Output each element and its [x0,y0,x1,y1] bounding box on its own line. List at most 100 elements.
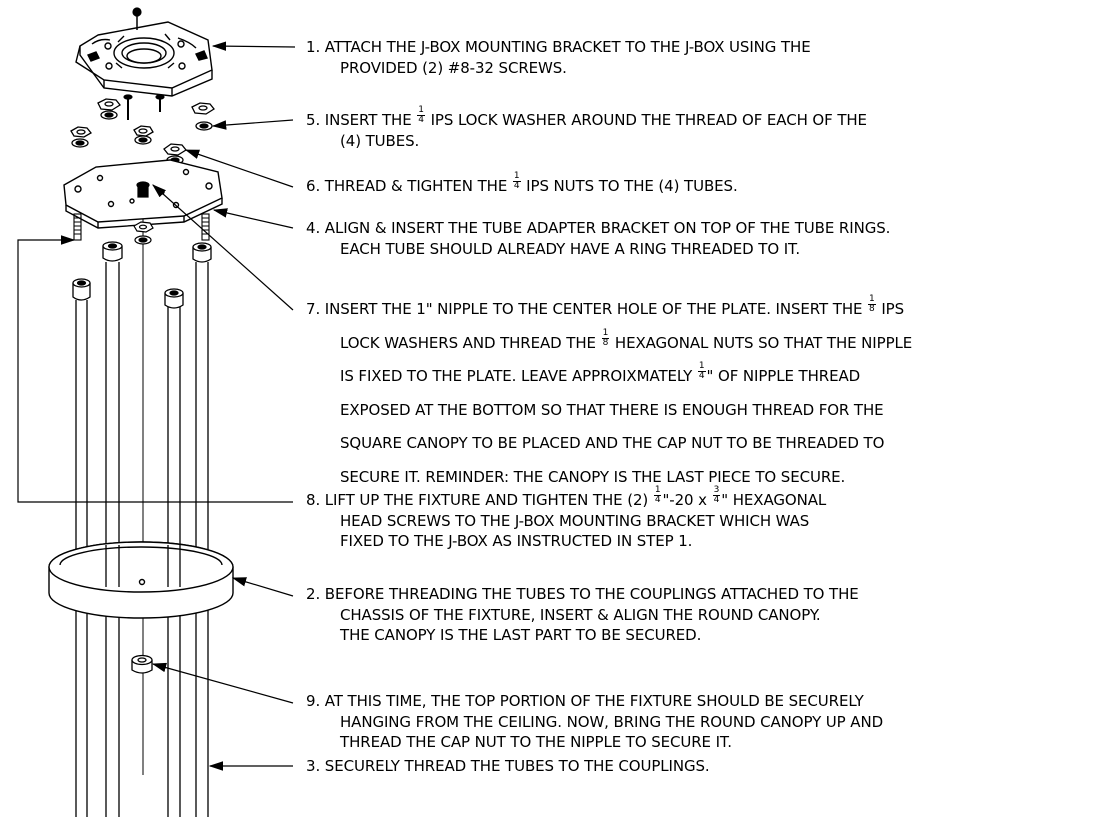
fraction-numerator: 3 [712,485,721,496]
step-4-line: EACH TUBE SHOULD ALREADY HAVE A RING THR… [306,239,890,259]
fraction-numerator: 1 [417,105,425,116]
step-text-segment: 5. INSERT THE [306,111,417,129]
nut [70,126,92,138]
step-7-line: IS FIXED TO THE PLATE. LEAVE APPROIXMATE… [306,362,912,402]
step-text-segment: SQUARE CANOPY TO BE PLACED AND THE CAP N… [340,434,885,452]
tube-rings [72,241,212,309]
step-7-line: SQUARE CANOPY TO BE PLACED AND THE CAP N… [306,435,912,469]
fraction-numerator: 1 [697,361,706,372]
lock-washers-and-nuts [70,98,215,165]
step-8-line: 8. LIFT UP THE FIXTURE AND TIGHTEN THE (… [306,486,827,513]
lock-washer [134,235,152,245]
leader-step-5 [211,119,294,130]
j-box-mounting-bracket [75,21,213,97]
step-text-segment: IPS LOCK WASHER AROUND THE THREAD OF EAC… [425,111,867,129]
step-text-segment: IS FIXED TO THE PLATE. LEAVE APPROIXMATE… [340,367,697,385]
step-7-line: SECURE IT. REMINDER: THE CANOPY IS THE L… [306,467,912,487]
fraction-numerator: 1 [601,327,610,339]
step-text-segment: LOCK WASHERS AND THREAD THE [340,333,601,352]
step-2-line: 2. BEFORE THREADING THE TUBES TO THE COU… [306,586,859,607]
fraction-denominator: 4 [513,181,520,191]
fraction-denominator: 4 [713,495,720,505]
step-8-text: 8. LIFT UP THE FIXTURE AND TIGHTEN THE (… [306,486,827,551]
step-1-text: 1. ATTACH THE J-BOX MOUNTING BRACKET TO … [306,39,811,78]
leader-step-4 [212,208,294,229]
step-text-segment: 2. BEFORE THREADING THE TUBES TO THE COU… [306,585,859,603]
step-text-segment: CHASSIS OF THE FIXTURE, INSERT & ALIGN T… [340,605,821,624]
step-text-segment: SECURE IT. REMINDER: THE CANOPY IS THE L… [340,467,846,486]
step-text-segment: "-20 x [662,491,712,509]
lock-washer [195,121,213,131]
step-text-segment: (4) TUBES. [340,131,420,150]
step-text-segment: 7. INSERT THE 1" NIPPLE TO THE CENTER HO… [306,300,868,318]
fraction-denominator: 4 [698,371,705,381]
step-1-line: PROVIDED (2) #8-32 SCREWS. [306,59,811,78]
step-text-segment: EXPOSED AT THE BOTTOM SO THAT THERE IS E… [340,400,884,419]
step-text-segment: 6. THREAD & TIGHTEN THE [306,177,512,195]
step-8-line: HEAD SCREWS TO THE J-BOX MOUNTING BRACKE… [306,511,826,534]
hex-nut [133,221,154,233]
cap-nut [131,654,153,674]
step-8-line: FIXED TO THE J-BOX AS INSTRUCTED IN STEP… [306,533,826,551]
fraction-denominator: 4 [418,115,424,125]
step-text-segment: IPS [876,300,905,318]
step-text-segment: 3. SECURELY THREAD THE TUBES TO THE COUP… [306,757,710,775]
leader-step-7 [152,184,294,311]
leader-step-1 [211,41,296,51]
step-text-segment: IPS NUTS TO THE (4) TUBES. [521,177,738,195]
fraction-numerator: 1 [512,171,521,182]
step-text-segment: 8. LIFT UP THE FIXTURE AND TIGHTEN THE (… [306,491,653,509]
fraction-denominator: 8 [602,337,609,348]
step-2-line: THE CANOPY IS THE LAST PART TO BE SECURE… [306,627,859,645]
step-text-segment: " OF NIPPLE THREAD [706,367,861,385]
step-text-segment: FIXED TO THE J-BOX AS INSTRUCTED IN STEP… [340,532,693,550]
tube-right [195,262,209,817]
step-9-line: THREAD THE CAP NUT TO THE NIPPLE TO SECU… [306,734,883,752]
step-text-segment: HEAD SCREWS TO THE J-BOX MOUNTING BRACKE… [340,511,810,530]
nut [97,98,121,111]
step-9-text: 9. AT THIS TIME, THE TOP PORTION OF THE … [306,693,883,752]
lock-washer [71,138,89,148]
tube-left-inner [105,262,120,817]
lower-nuts [133,221,154,245]
tubes [75,215,209,817]
step-2-text: 2. BEFORE THREADING THE TUBES TO THE COU… [306,586,859,645]
step-text-segment: EACH TUBE SHOULD ALREADY HAVE A RING THR… [340,239,801,258]
step-3-text: 3. SECURELY THREAD THE TUBES TO THE COUP… [306,758,710,776]
step-5-line: (4) TUBES. [306,131,867,151]
step-2-line: CHASSIS OF THE FIXTURE, INSERT & ALIGN T… [306,605,859,628]
step-7-line: 7. INSERT THE 1" NIPPLE TO THE CENTER HO… [306,295,912,335]
tube-ring [192,242,212,263]
lock-washer [100,110,118,120]
step-text-segment: 4. ALIGN & INSERT THE TUBE ADAPTER BRACK… [306,219,891,237]
lock-washer [134,135,152,145]
leader-lines [17,41,296,771]
round-canopy [48,541,234,619]
step-text-segment: " HEXAGONAL [721,491,827,509]
leader-step-9 [151,662,294,704]
step-7-text: 7. INSERT THE 1" NIPPLE TO THE CENTER HO… [306,295,912,487]
step-7-line: EXPOSED AT THE BOTTOM SO THAT THERE IS E… [306,400,912,436]
step-text-segment: HANGING FROM THE CEILING. NOW, BRING THE… [340,712,884,731]
tubes-through-canopy [105,545,181,587]
step-1-line: 1. ATTACH THE J-BOX MOUNTING BRACKET TO … [306,39,811,60]
fraction-denominator: 8 [869,304,875,314]
nut [133,125,154,137]
leader-step-8 [17,235,293,503]
fraction-numerator: 1 [868,294,876,305]
step-text-segment: 1. ATTACH THE J-BOX MOUNTING BRACKET TO … [306,38,811,56]
tube-ring [102,241,123,262]
